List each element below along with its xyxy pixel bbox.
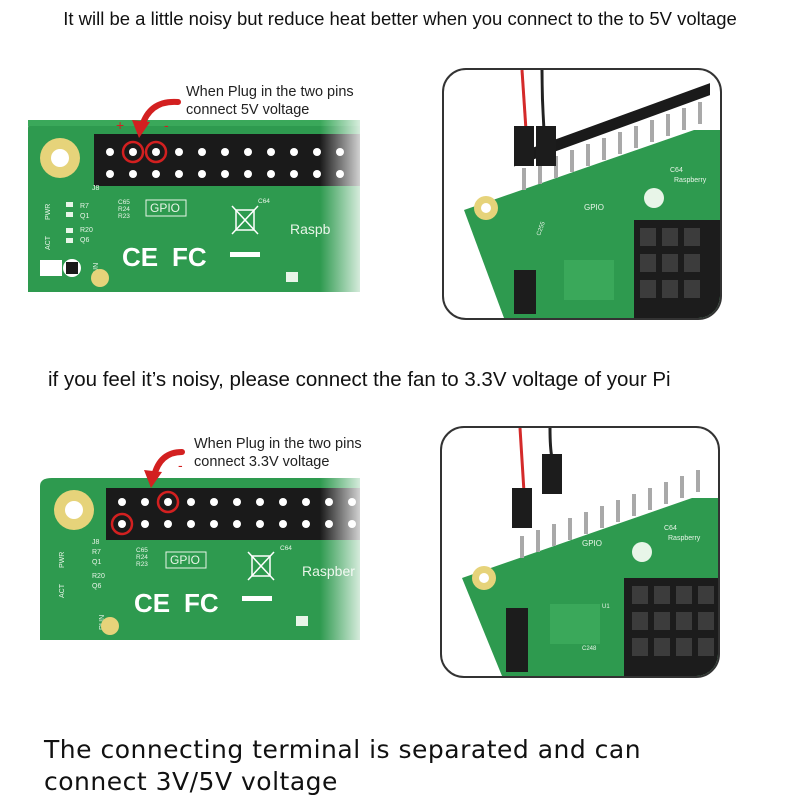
- svg-text:J8: J8: [92, 539, 100, 546]
- note-line-2: connect 3.3V voltage: [194, 454, 329, 470]
- svg-text:C65: C65: [136, 547, 148, 554]
- svg-text:R24: R24: [118, 206, 130, 213]
- gpio-label: GPIO: [150, 201, 180, 215]
- svg-text:PWR: PWR: [59, 552, 66, 568]
- footer-text: The connecting terminal is separated and…: [44, 734, 641, 798]
- connector-black: [542, 454, 562, 494]
- svg-text:R20: R20: [80, 227, 93, 234]
- wire-red: [520, 428, 524, 492]
- footer-line-1: The connecting terminal is separated and…: [44, 734, 641, 766]
- wire-black: [542, 70, 544, 130]
- ce-mark: CE: [122, 242, 158, 272]
- photo-5v-illustration: GPIO Raspberry C64 C255: [444, 70, 720, 318]
- svg-text:C248: C248: [582, 646, 597, 652]
- svg-text:C64: C64: [258, 198, 270, 205]
- svg-text:R24: R24: [136, 554, 148, 561]
- svg-text:Raspberry: Raspberry: [668, 535, 701, 542]
- note-line-1: When Plug in the two pins: [194, 436, 362, 452]
- svg-text:GPIO: GPIO: [584, 203, 604, 212]
- ce-mark: CE: [134, 588, 170, 618]
- svg-text:Raspberry: Raspberry: [674, 177, 707, 184]
- svg-text:C65: C65: [118, 199, 130, 206]
- photo-3v-illustration: GPIO Raspberry C64 C248 U1: [442, 428, 718, 676]
- minus-label: -: [178, 457, 183, 473]
- diagram-5v: + - When Plug in the two pins connect 5V…: [0, 72, 430, 312]
- plus-label: +: [116, 117, 124, 133]
- svg-text:ACT: ACT: [45, 235, 52, 250]
- weee-bin-icon: [248, 552, 274, 580]
- svg-text:R23: R23: [136, 561, 148, 568]
- svg-text:R23: R23: [118, 213, 130, 220]
- connector-red: [512, 488, 532, 528]
- pcb-diagram-5v: + - When Plug in the two pins connect 5V…: [0, 72, 430, 312]
- note-line-1: When Plug in the two pins: [186, 84, 354, 100]
- pcb-diagram-3v: - When Plug in the two pins connect 3.3V…: [0, 426, 430, 656]
- svg-text:Q1: Q1: [80, 213, 89, 220]
- ribbon-connector: [506, 608, 528, 672]
- svg-text:Q6: Q6: [92, 583, 101, 590]
- caption-3v: if you feel it’s noisy, please connect t…: [48, 368, 788, 392]
- pcb-edge: [28, 120, 360, 126]
- gpio-label: GPIO: [170, 553, 200, 567]
- svg-text:PWR: PWR: [45, 204, 52, 220]
- connector-black: [536, 126, 556, 166]
- fc-mark: FC: [172, 242, 207, 272]
- svg-text:R20: R20: [92, 573, 105, 580]
- diagram-3v: - When Plug in the two pins connect 3.3V…: [0, 426, 430, 656]
- weee-bin-icon: [232, 206, 258, 234]
- svg-text:C64: C64: [280, 545, 292, 552]
- fc-mark: FC: [184, 588, 219, 618]
- ribbon-connector: [514, 270, 536, 314]
- svg-text:U1: U1: [602, 604, 610, 610]
- footer-line-2: connect 3V/5V voltage: [44, 766, 641, 798]
- wire-black: [550, 428, 552, 458]
- svg-text:ACT: ACT: [59, 583, 66, 598]
- photo-5v: GPIO Raspberry C64 C255: [442, 68, 722, 320]
- caption-5v: It will be a little noisy but reduce hea…: [0, 8, 800, 30]
- svg-text:J8: J8: [92, 185, 100, 192]
- svg-text:Q6: Q6: [80, 237, 89, 244]
- minus-label: -: [164, 117, 169, 133]
- svg-text:R7: R7: [92, 549, 101, 556]
- svg-text:Q1: Q1: [92, 559, 101, 566]
- svg-text:GPIO: GPIO: [582, 539, 602, 548]
- svg-text:C64: C64: [664, 525, 677, 532]
- svg-text:C64: C64: [670, 167, 683, 174]
- raspberry-logo-icon: [644, 188, 664, 208]
- wire-red: [522, 70, 526, 130]
- photo-3v: GPIO Raspberry C64 C248 U1: [440, 426, 720, 678]
- svg-text:R7: R7: [80, 203, 89, 210]
- raspberry-logo-icon: [632, 542, 652, 562]
- note-line-2: connect 5V voltage: [186, 102, 309, 118]
- connector-red: [514, 126, 534, 166]
